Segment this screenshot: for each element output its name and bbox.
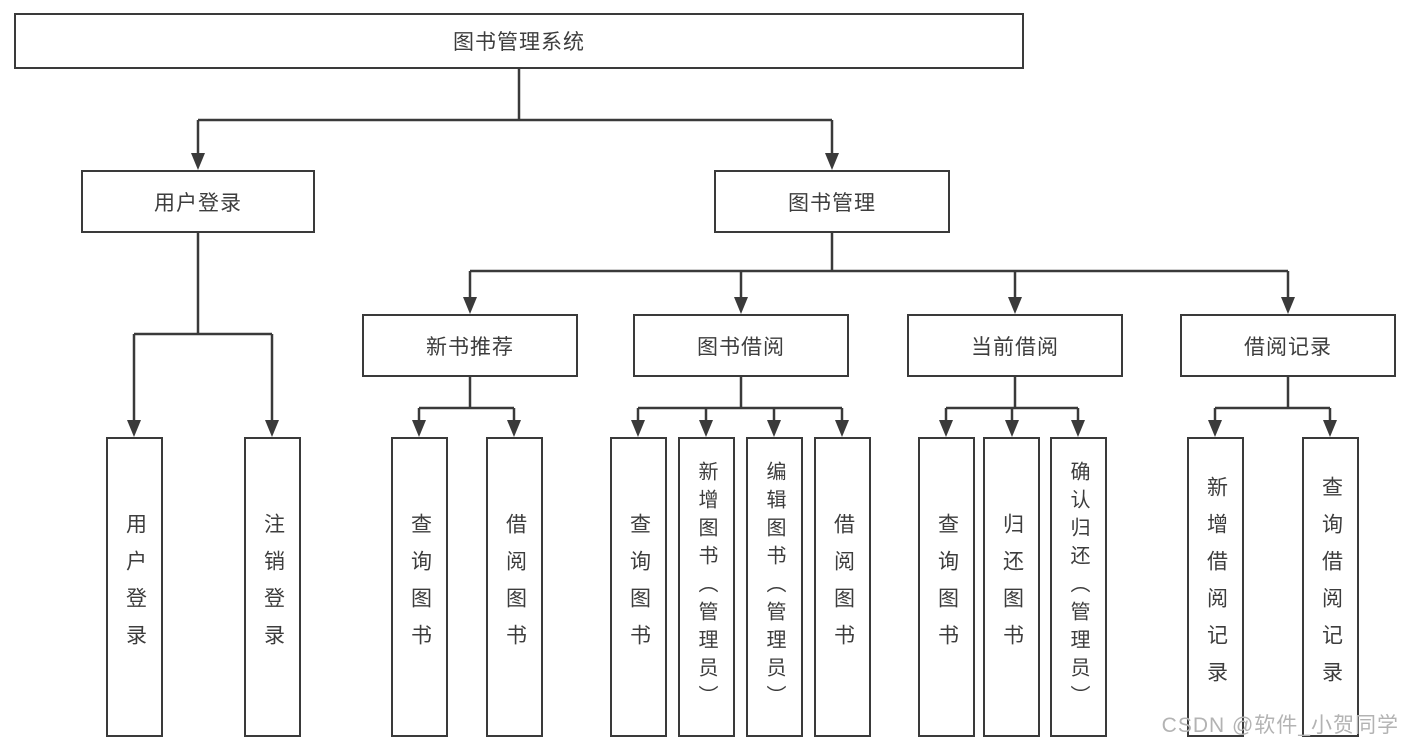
- leaf-edit-books-admin: 编辑图书（管理员）: [746, 437, 803, 737]
- edge-new-book-rec-to-leaves: [417, 377, 516, 420]
- node-root: 图书管理系统: [14, 13, 1024, 69]
- leaf-logout: 注销登录: [244, 437, 301, 737]
- arrowhead-icon: [699, 420, 713, 437]
- node-borrow-records: 借阅记录: [1180, 314, 1396, 377]
- arrowhead-icon: [835, 420, 849, 437]
- arrowhead-icon: [1323, 420, 1337, 437]
- arrowhead-icon: [463, 297, 477, 314]
- arrowhead-icon: [191, 153, 205, 170]
- node-book-mgmt: 图书管理: [714, 170, 950, 233]
- edge-root-to-level2: [196, 69, 834, 153]
- node-new-book-rec: 新书推荐: [362, 314, 578, 377]
- edge-current-borrow-to-leaves: [944, 377, 1080, 420]
- node-book-borrow: 图书借阅: [633, 314, 849, 377]
- arrowhead-icon: [767, 420, 781, 437]
- leaf-query-books-current: 查询图书: [918, 437, 975, 737]
- arrowhead-icon: [734, 297, 748, 314]
- leaf-confirm-return-admin: 确认归还（管理员）: [1050, 437, 1107, 737]
- leaf-borrow-books: 借阅图书: [814, 437, 871, 737]
- arrowhead-icon: [127, 420, 141, 437]
- leaf-add-books-admin: 新增图书（管理员）: [678, 437, 735, 737]
- arrowhead-icon: [825, 153, 839, 170]
- leaf-query-books-borrow: 查询图书: [610, 437, 667, 737]
- arrowhead-icon: [1005, 420, 1019, 437]
- arrowhead-icon: [939, 420, 953, 437]
- arrowhead-icon: [412, 420, 426, 437]
- leaf-query-borrow-record: 查询借阅记录: [1302, 437, 1359, 737]
- arrowhead-icon: [1208, 420, 1222, 437]
- arrowheads: [127, 153, 1337, 437]
- arrowhead-icon: [631, 420, 645, 437]
- leaf-add-borrow-record: 新增借阅记录: [1187, 437, 1244, 737]
- node-user-login: 用户登录: [81, 170, 315, 233]
- leaf-query-books-rec: 查询图书: [391, 437, 448, 737]
- edge-book-borrow-to-leaves: [636, 377, 844, 420]
- arrowhead-icon: [507, 420, 521, 437]
- leaf-return-books: 归还图书: [983, 437, 1040, 737]
- node-current-borrow: 当前借阅: [907, 314, 1123, 377]
- leaf-borrow-books-rec: 借阅图书: [486, 437, 543, 737]
- arrowhead-icon: [1008, 297, 1022, 314]
- arrowhead-icon: [265, 420, 279, 437]
- leaf-user-login: 用户登录: [106, 437, 163, 737]
- edge-book-mgmt-to-level3: [468, 233, 1290, 297]
- arrowhead-icon: [1071, 420, 1085, 437]
- arrowhead-icon: [1281, 297, 1295, 314]
- edge-user-login-to-leaves: [132, 233, 274, 420]
- edge-borrow-records-to-leaves: [1213, 377, 1332, 420]
